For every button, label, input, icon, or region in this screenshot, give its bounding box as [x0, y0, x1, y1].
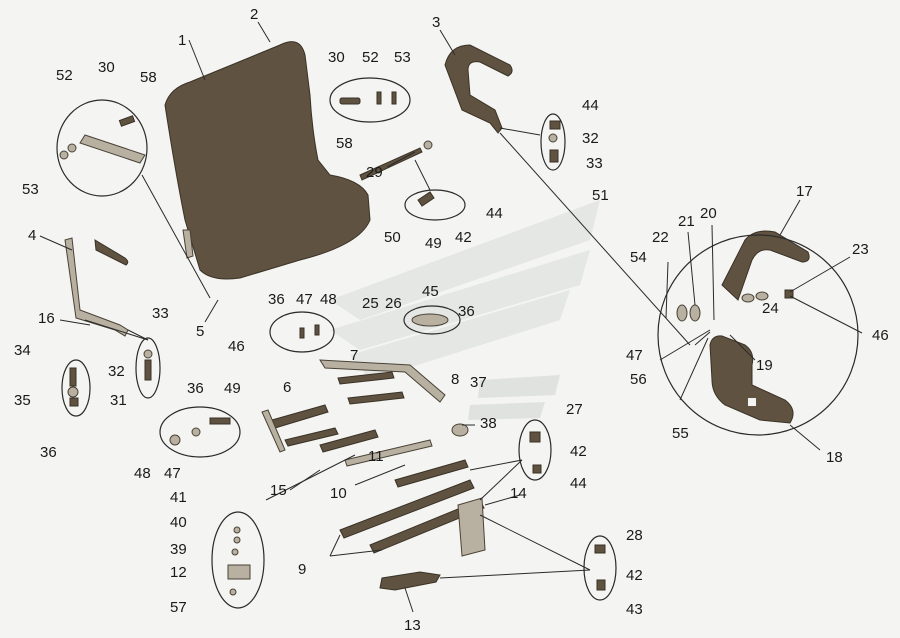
seat-frame [261, 359, 486, 591]
label-1: 1 [178, 32, 186, 49]
label-29: 29 [366, 164, 383, 181]
label-18: 18 [826, 449, 843, 466]
label-5: 5 [196, 323, 204, 340]
label-12: 12 [170, 564, 187, 581]
label-48-top: 48 [320, 291, 337, 308]
label-35: 35 [14, 392, 31, 409]
label-58-top: 58 [336, 135, 353, 152]
label-28: 28 [626, 527, 643, 544]
label-25: 25 [362, 295, 379, 312]
label-30-top: 30 [328, 49, 345, 66]
label-33-left: 33 [152, 305, 169, 322]
label-8: 8 [451, 371, 459, 388]
label-26: 26 [385, 295, 402, 312]
label-38: 38 [480, 415, 497, 432]
label-43: 43 [626, 601, 643, 618]
label-52-top: 52 [362, 49, 379, 66]
watermark [330, 200, 600, 420]
label-33-right: 33 [586, 155, 603, 172]
label-47-mid: 47 [296, 291, 313, 308]
label-49-top: 49 [425, 235, 442, 252]
armrest-4 [64, 237, 129, 337]
label-44-mid: 44 [570, 475, 587, 492]
label-46-left: 46 [228, 338, 245, 355]
label-44-top: 44 [486, 205, 503, 222]
label-9: 9 [298, 561, 306, 578]
seat-back [164, 41, 371, 280]
label-36-left: 36 [40, 444, 57, 461]
label-34: 34 [14, 342, 31, 359]
label-16: 16 [38, 310, 55, 327]
leader-lines [39, 21, 863, 613]
label-44-right: 44 [582, 97, 599, 114]
label-15: 15 [270, 482, 287, 499]
label-13: 13 [404, 617, 421, 634]
label-3: 3 [432, 14, 440, 31]
label-53-left: 53 [22, 181, 39, 198]
label-42-bottom: 42 [626, 567, 643, 584]
label-47-left: 47 [164, 465, 181, 482]
label-32-right: 32 [582, 130, 599, 147]
label-41: 41 [170, 489, 187, 506]
label-24: 24 [762, 300, 779, 317]
label-36-top: 36 [268, 291, 285, 308]
label-49-left: 49 [224, 380, 241, 397]
label-53-top: 53 [394, 49, 411, 66]
label-30-left: 30 [98, 59, 115, 76]
label-23: 23 [852, 241, 869, 258]
armrest-3 [444, 44, 513, 134]
armrest-17-18 [709, 230, 810, 424]
label-45: 45 [422, 283, 439, 300]
callout-labels: 1 2 3 4 5 6 7 8 9 10 11 12 13 14 15 16 1… [14, 6, 889, 634]
label-17: 17 [796, 183, 813, 200]
label-7: 7 [350, 347, 358, 364]
label-31: 31 [110, 392, 127, 409]
label-11: 11 [368, 448, 384, 465]
label-37: 37 [470, 374, 487, 391]
label-56: 56 [630, 371, 647, 388]
label-22: 22 [652, 229, 669, 246]
label-46-right: 46 [872, 327, 889, 344]
label-54: 54 [630, 249, 647, 266]
label-50: 50 [384, 229, 401, 246]
label-19: 19 [756, 357, 773, 374]
label-42-top: 42 [455, 229, 472, 246]
callout-circles [56, 77, 859, 609]
label-36-right: 36 [458, 303, 475, 320]
label-55: 55 [672, 425, 689, 442]
label-52-left: 52 [56, 67, 73, 84]
label-32-left: 32 [108, 363, 125, 380]
label-2: 2 [250, 6, 258, 23]
label-21: 21 [678, 213, 695, 230]
label-48-left: 48 [134, 465, 151, 482]
label-27: 27 [566, 401, 583, 418]
label-36-mid: 36 [187, 380, 204, 397]
label-42-mid: 42 [570, 443, 587, 460]
hardware-parts [59, 91, 794, 596]
label-47-right: 47 [626, 347, 643, 364]
label-57: 57 [170, 599, 187, 616]
label-20: 20 [700, 205, 717, 222]
label-14: 14 [510, 485, 527, 502]
label-4: 4 [28, 227, 36, 244]
label-10: 10 [330, 485, 347, 502]
label-58-left: 58 [140, 69, 157, 86]
label-40: 40 [170, 514, 187, 531]
label-51: 51 [592, 187, 609, 204]
label-39: 39 [170, 541, 187, 558]
label-6: 6 [283, 379, 291, 396]
